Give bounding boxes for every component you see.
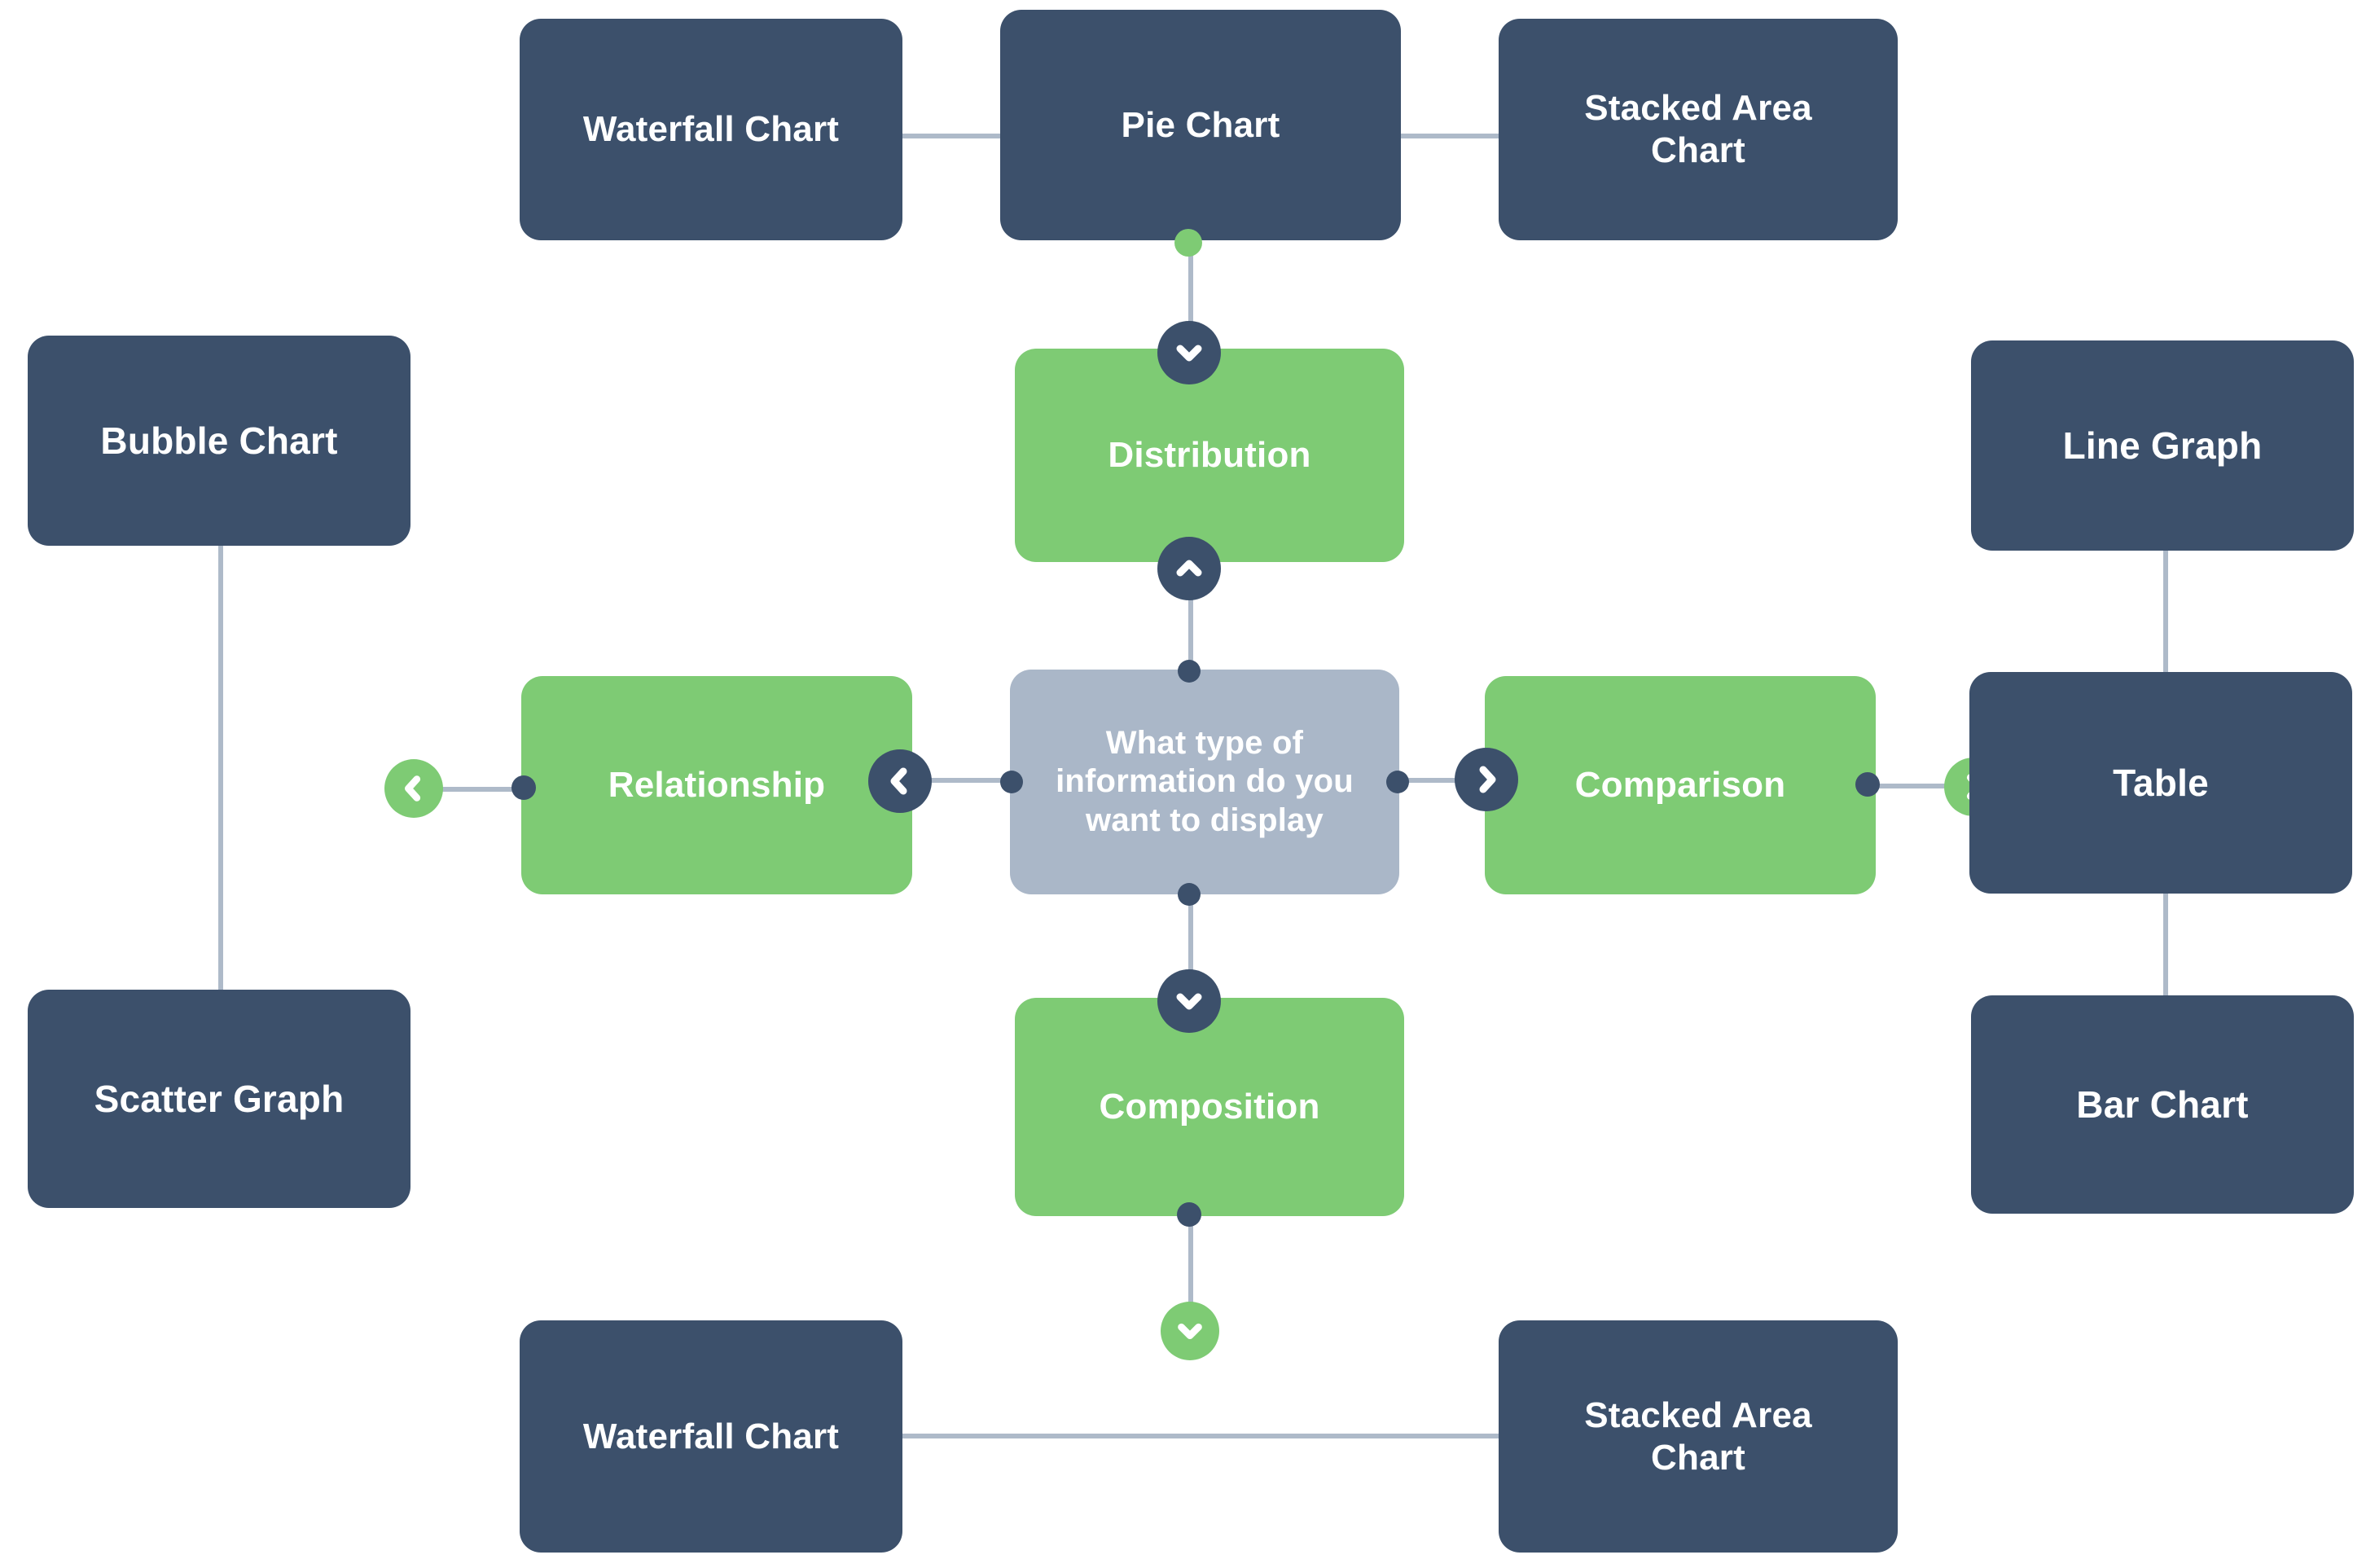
node-label: Table: [2113, 761, 2209, 804]
chevron-down-icon: [1178, 1323, 1202, 1340]
node-waterfall-chart-top[interactable]: Waterfall Chart: [520, 19, 902, 240]
chevron-right-icon: [1479, 766, 1496, 793]
connection-dot-comparison-right: [1855, 772, 1880, 797]
central-question-label: What type of information do you want to …: [1056, 725, 1354, 838]
node-table[interactable]: Table: [1969, 672, 2352, 894]
chevron-down-icon: [1176, 345, 1202, 362]
connection-dot-relationship-left: [511, 775, 536, 800]
chevron-right-icon-comparison-left[interactable]: [1455, 748, 1518, 811]
connection-dot-center-top: [1178, 660, 1201, 683]
connection-dot-composition-bottom: [1177, 1202, 1201, 1227]
chevron-up-icon-distribution-bottom[interactable]: [1157, 537, 1221, 600]
node-label: Composition: [1099, 1087, 1320, 1127]
connection-dot-center-bottom: [1178, 883, 1201, 906]
node-central-question[interactable]: What type of information do you want to …: [1010, 670, 1399, 894]
node-label: Waterfall Chart: [582, 109, 840, 150]
node-label: Pie Chart: [1121, 104, 1280, 145]
chevron-down-icon: [1176, 993, 1202, 1010]
connector-pie-to-distribution: [1188, 238, 1193, 360]
node-distribution[interactable]: Distribution: [1015, 349, 1404, 562]
chevron-left-icon: [405, 775, 421, 802]
node-scatter-graph[interactable]: Scatter Graph: [28, 990, 410, 1208]
connector-bubble-to-scatter: [218, 538, 223, 994]
connector-linegraph-to-table: [2163, 538, 2168, 672]
connector-center-to-relationship: [902, 778, 1016, 783]
node-label: Stacked Area Chart: [1584, 1395, 1812, 1478]
chevron-left-icon-far-left[interactable]: [384, 759, 443, 818]
node-label: Line Graph: [2062, 424, 2263, 467]
connection-dot-center-left: [1000, 771, 1023, 793]
node-bar-chart[interactable]: Bar Chart: [1971, 995, 2354, 1214]
node-stacked-area-chart-top[interactable]: Stacked Area Chart: [1499, 19, 1898, 240]
connector-bottom-waterfall-to-stacked: [896, 1434, 1504, 1438]
node-waterfall-chart-bottom[interactable]: Waterfall Chart: [520, 1320, 902, 1553]
connector-waterfall-to-pie: [896, 134, 1003, 138]
node-label: Stacked Area Chart: [1584, 88, 1812, 170]
connector-distribution-to-center: [1188, 547, 1193, 670]
chevron-left-icon-relationship-right[interactable]: [868, 749, 932, 813]
chevron-down-icon-composition-top[interactable]: [1157, 969, 1221, 1033]
chevron-down-icon-composition-bottom[interactable]: [1161, 1302, 1219, 1360]
connector-comparison-to-table: [1865, 784, 1979, 788]
node-comparison[interactable]: Comparison: [1485, 676, 1876, 894]
node-label: Relationship: [608, 765, 826, 806]
node-label: Bar Chart: [2076, 1083, 2249, 1126]
connection-dot-center-right: [1386, 771, 1409, 793]
connector-center-to-comparison: [1385, 778, 1495, 783]
chevron-down-icon-distribution-top[interactable]: [1157, 321, 1221, 384]
node-composition[interactable]: Composition: [1015, 998, 1404, 1216]
connector-pie-to-stacked-area: [1396, 134, 1504, 138]
connection-dot-pie-bottom: [1174, 229, 1202, 257]
node-label: Bubble Chart: [100, 419, 338, 462]
connector-composition-to-bottom: [1188, 1209, 1193, 1311]
node-line-graph[interactable]: Line Graph: [1971, 340, 2354, 551]
node-label: Waterfall Chart: [582, 1416, 840, 1456]
connector-table-to-barchart: [2163, 891, 2168, 997]
chevron-left-icon: [890, 767, 907, 795]
connector-relationship-to-far-left: [430, 787, 528, 792]
node-relationship[interactable]: Relationship: [521, 676, 912, 894]
node-bubble-chart[interactable]: Bubble Chart: [28, 336, 410, 546]
node-label: Scatter Graph: [94, 1077, 345, 1120]
node-label: Comparison: [1574, 765, 1786, 806]
connector-center-to-composition: [1188, 894, 1193, 1005]
node-pie-chart[interactable]: Pie Chart: [1000, 10, 1401, 240]
node-label: Distribution: [1108, 435, 1311, 476]
node-stacked-area-chart-bottom[interactable]: Stacked Area Chart: [1499, 1320, 1898, 1553]
chevron-up-icon: [1176, 560, 1202, 577]
